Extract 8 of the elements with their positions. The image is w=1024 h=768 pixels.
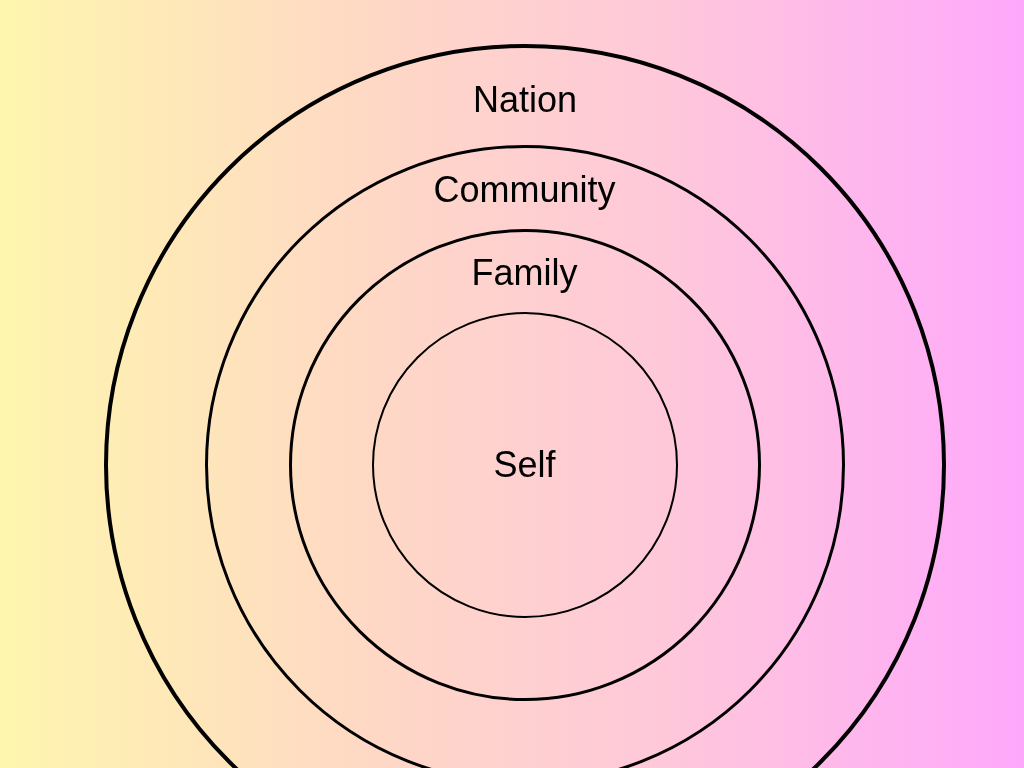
circle-label: Family	[471, 252, 578, 293]
middle-circle	[205, 145, 845, 768]
center-circle	[371, 311, 678, 618]
circle-label: Nation	[472, 80, 578, 120]
inner-circle	[288, 228, 761, 701]
outer-circle	[104, 44, 946, 768]
circle-label: Community	[433, 169, 616, 210]
circle-label: Self	[493, 444, 556, 485]
